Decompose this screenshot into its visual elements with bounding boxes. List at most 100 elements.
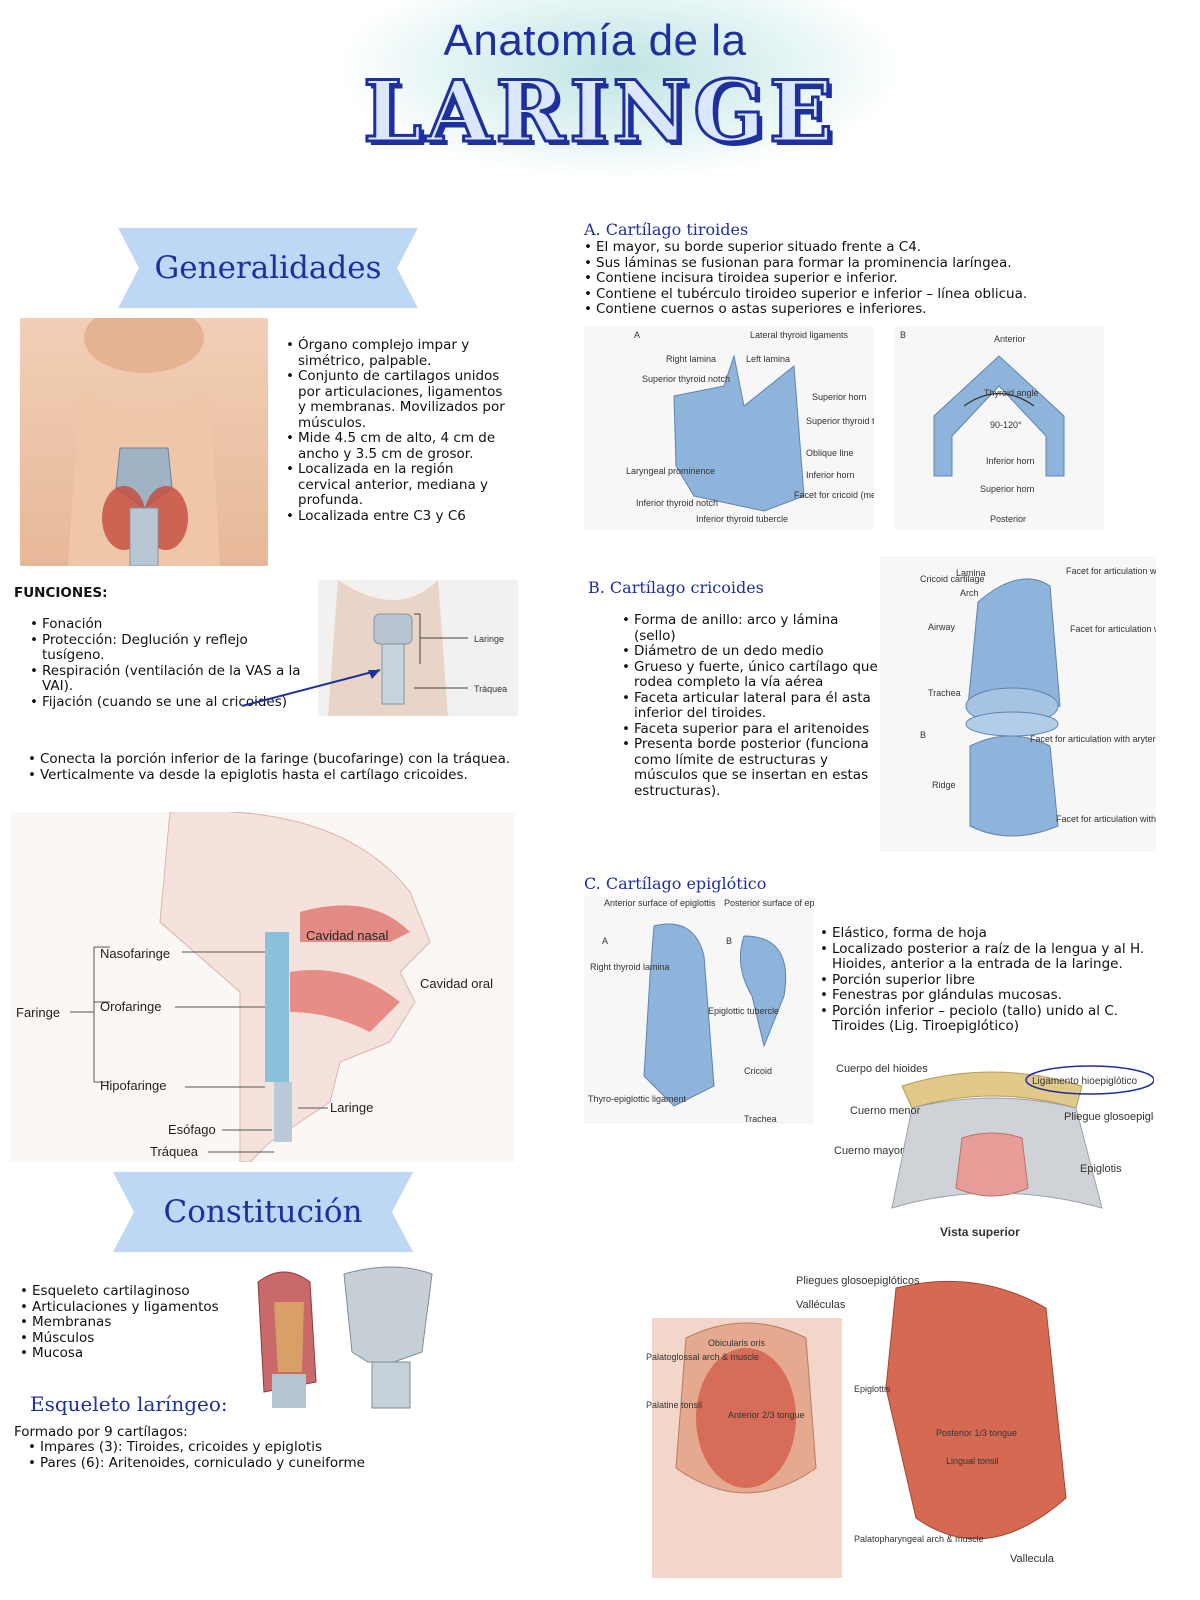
hy-cuerno-mayor: Cuerno mayor xyxy=(834,1145,904,1157)
cricoides-item: Diámetro de un dedo medio xyxy=(622,643,878,660)
cricoides-item: Forma de anillo: arco y lámina (sello) xyxy=(622,612,878,644)
larynx-views-figure xyxy=(244,1262,442,1410)
label-traquea: Tráquea xyxy=(150,1144,199,1159)
cricoid-figure: Cricoid cartilage Lamina Arch Airway Tra… xyxy=(880,556,1156,852)
constitucion-item: Membranas xyxy=(20,1314,250,1331)
epi-trachea: Trachea xyxy=(744,1114,777,1124)
cricoides-item: Faceta articular lateral para él asta in… xyxy=(622,690,878,722)
cri-cricoid: Cricoid cartilage xyxy=(920,574,985,584)
tiroides-heading: A. Cartílago tiroides xyxy=(584,220,749,239)
hy-lig: Ligamento hioepiglótico xyxy=(1032,1076,1138,1087)
page-subtitle: Anatomía de la xyxy=(443,16,747,65)
cri-letter-b: B xyxy=(920,730,926,740)
constitucion-ribbon: Constitución xyxy=(113,1172,413,1252)
funcion-item: Respiración (ventilación de la VAS a la … xyxy=(30,663,310,695)
thy-posterior: Posterior xyxy=(990,514,1026,524)
label-orofaringe: Orofaringe xyxy=(100,999,161,1014)
conecta-list: Conecta la porción inferior de la faring… xyxy=(28,751,528,784)
constitucion-heading: Constitución xyxy=(163,1194,363,1230)
epi-ant-surface: Anterior surface of epiglottis xyxy=(604,898,716,908)
cri-arch: Arch xyxy=(960,588,979,598)
label-cavidad-nasal: Cavidad nasal xyxy=(306,928,388,943)
epiglottis-figure: Anterior surface of epiglottis Posterior… xyxy=(584,896,814,1124)
tiroides-list: El mayor, su borde superior situado fren… xyxy=(584,239,1184,318)
funciones-heading: FUNCIONES: xyxy=(14,585,108,601)
thy-anterior: Anterior xyxy=(994,334,1026,344)
thy-sup-tubercle: Superior thyroid tubercle xyxy=(806,416,874,426)
tg-posterior: Posterior 1/3 tongue xyxy=(936,1428,1017,1438)
thyroid-fig-b: B Anterior Thyroid angle 90-120° Inferio… xyxy=(894,326,1104,530)
cri-facet-thy: Facet for articulation with inferior hor… xyxy=(1070,624,1156,634)
funcion-item: Fonación xyxy=(30,616,310,633)
thy-prominence: Laryngeal prominence xyxy=(626,466,715,476)
hy-pliegue: Pliegue glosoepiglótico medio xyxy=(1064,1111,1154,1123)
generalidades-heading: Generalidades xyxy=(154,250,382,286)
tg-epiglottis: Epiglottis xyxy=(854,1384,891,1394)
cricoides-heading: B. Cartílago cricoides xyxy=(588,578,764,597)
formado-text: Formado por 9 cartílagos: xyxy=(14,1424,188,1440)
epiglotico-item: Porción inferior – peciolo (tallo) unido… xyxy=(820,1003,1160,1035)
sagittal-figure: Nasofaringe Orofaringe Hipofaringe Farin… xyxy=(10,812,515,1162)
epiglotico-item: Localizado posterior a raíz de la lengua… xyxy=(820,941,1160,973)
generalidades-item: Localizada entre C3 y C6 xyxy=(286,508,506,525)
tipo-item: Pares (6): Aritenoides, corniculado y cu… xyxy=(28,1455,448,1472)
funcion-item: Fijación (cuando se une al cricoides) xyxy=(30,694,310,711)
cri-lamina: Lamina xyxy=(956,568,986,578)
epi-tubercle: Epiglottic tubercle xyxy=(708,1006,779,1016)
generalidades-item: Conjunto de cartilagos unidos por articu… xyxy=(286,368,506,431)
neck-photo xyxy=(20,318,268,566)
funciones-list: Fonación Protección: Deglución y reflejo… xyxy=(30,616,310,711)
cri-trachea: Trachea xyxy=(928,688,961,698)
thy-left-lamina: Left lamina xyxy=(746,354,790,364)
thy-inf-horn: Inferior horn xyxy=(806,470,855,480)
tg-valleculas: Valléculas xyxy=(796,1299,846,1311)
conecta-item: Verticalmente va desde la epiglotis hast… xyxy=(28,767,528,784)
constitucion-list: Esqueleto cartilaginoso Articulaciones y… xyxy=(20,1283,250,1362)
label-traquea: Tráquea xyxy=(474,684,507,694)
thy-lateral-lig: Lateral thyroid ligaments xyxy=(750,330,849,340)
label-cavidad-oral: Cavidad oral xyxy=(420,976,493,991)
hy-epiglotis: Epiglotis xyxy=(1080,1163,1122,1175)
thy-oblique: Oblique line xyxy=(806,448,854,458)
epi-thyro-lig: Thyro-epiglottic ligament xyxy=(588,1094,687,1104)
label-hipofaringe: Hipofaringe xyxy=(100,1078,167,1093)
thy-inf-tubercle: Inferior thyroid tubercle xyxy=(696,514,788,524)
tg-lingual: Lingual tonsil xyxy=(946,1456,999,1466)
tg-obicularis: Obicularis oris xyxy=(708,1338,766,1348)
thy-b-letter: B xyxy=(900,330,906,340)
funcion-item: Protección: Deglución y reflejo tusígeno… xyxy=(30,632,310,664)
cricoides-item: Presenta borde posterior (funciona como … xyxy=(622,736,878,799)
label-esofago: Esófago xyxy=(168,1122,216,1137)
thy-b-sup-horn: Superior horn xyxy=(980,484,1035,494)
epi-right-lamina: Right thyroid lamina xyxy=(590,962,670,972)
header-watercolor xyxy=(300,0,940,230)
thy-facet: Facet for cricoid (medial surface of hor… xyxy=(794,490,874,500)
tg-palatoglossal: Palatoglossal arch & muscle xyxy=(646,1352,759,1362)
tiroides-item: Contiene incisura tiroidea superior e in… xyxy=(584,270,1184,287)
hy-cuerno-menor: Cuerno menor xyxy=(850,1105,921,1117)
cri-facet-thy-b: Facet for articulation with inferior hor… xyxy=(1056,814,1156,824)
epi-letter-a: A xyxy=(602,936,608,946)
thy-sup-notch: Superior thyroid notch xyxy=(642,374,730,384)
thy-b-inf-horn: Inferior horn xyxy=(986,456,1035,466)
label-laringe: Laringe xyxy=(330,1100,373,1115)
hy-cuerpo: Cuerpo del hioides xyxy=(836,1063,928,1075)
conecta-item: Conecta la porción inferior de la faring… xyxy=(28,751,528,768)
thyroid-fig-a: A Lateral thyroid ligaments Right lamina… xyxy=(584,326,874,530)
thy-inf-notch: Inferior thyroid notch xyxy=(636,498,718,508)
epi-letter-b: B xyxy=(726,936,732,946)
constitucion-item: Mucosa xyxy=(20,1345,250,1362)
label-nasofaringe: Nasofaringe xyxy=(100,946,170,961)
thy-right-lamina: Right lamina xyxy=(666,354,716,364)
label-faringe: Faringe xyxy=(16,1005,60,1020)
cricoides-item: Grueso y fuerte, único cartílago que rod… xyxy=(622,659,878,691)
fijacion-arrow xyxy=(241,669,381,707)
tiroides-item: El mayor, su borde superior situado fren… xyxy=(584,239,1184,256)
epiglotico-list: Elástico, forma de hoja Localizado poste… xyxy=(820,925,1160,1035)
tg-pliegues: Pliegues glosoepiglóticos xyxy=(796,1275,920,1287)
esqueleto-heading: Esqueleto laríngeo: xyxy=(30,1392,228,1416)
cri-facet-ary-b: Facet for articulation with arytenoid ca… xyxy=(1030,734,1156,744)
constitucion-item: Articulaciones y ligamentos xyxy=(20,1299,250,1316)
thy-angle: Thyroid angle xyxy=(984,388,1039,398)
generalidades-item: Órgano complejo impar y simétrico, palpa… xyxy=(286,337,506,369)
